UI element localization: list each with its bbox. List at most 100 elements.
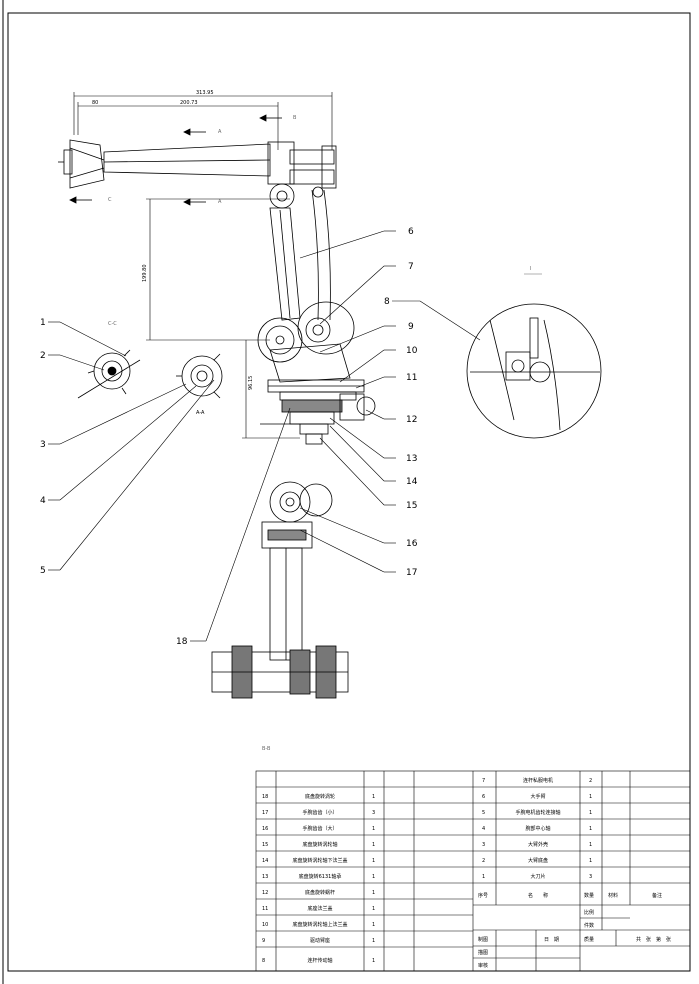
bom-row-no: 5 xyxy=(482,810,485,816)
view-mark-c-left: C xyxy=(108,197,112,203)
bom-row-name: 手腕齿齿（小） xyxy=(302,809,337,816)
callout-4: 4 xyxy=(40,496,46,506)
bom-row-no: 7 xyxy=(482,778,485,784)
bom-row-no: 4 xyxy=(482,826,485,832)
title-drawn: 制图 xyxy=(478,936,488,943)
bom-row-name: 大臂底盘 xyxy=(528,857,548,864)
parts-list-grid xyxy=(255,770,691,972)
drawing-frame xyxy=(7,12,691,972)
robot-arm-side-view xyxy=(58,139,376,445)
bom-row-name: 底盘旋转6131轴承 xyxy=(299,873,342,880)
callout-5: 5 xyxy=(40,566,46,576)
callout-9: 9 xyxy=(408,322,414,332)
bom-row-name: 连杆私服电机 xyxy=(523,777,553,784)
dimension-lines xyxy=(73,92,333,439)
bom-row-name: 驱动臂座 xyxy=(310,937,330,944)
bom-row-qty: 1 xyxy=(589,810,592,816)
view-mark-a-bottom: A xyxy=(218,199,222,205)
bom-row-qty: 1 xyxy=(589,858,592,864)
bom-row-no: 8 xyxy=(262,958,265,964)
bom-row-no: 10 xyxy=(262,922,268,928)
bom-row-name: 腕部中心轴 xyxy=(525,825,550,832)
dim-vertical-arm: 199.80 xyxy=(142,265,148,283)
bom-row-name: 底座法兰盖 xyxy=(307,905,332,912)
title-checked: 审核 xyxy=(478,962,488,969)
bom-header-name: 名 称 xyxy=(528,892,548,899)
callout-16: 16 xyxy=(406,539,418,549)
bom-row-name: 底盘旋转涡轮轴 xyxy=(302,841,337,848)
title-block: 比例 件数 质量 制图 描图 审核 日 期 共 张 第 张 xyxy=(478,909,671,969)
section-label-b: B-B xyxy=(262,746,271,752)
bom-row-qty: 1 xyxy=(372,826,375,832)
bom-row-qty: 1 xyxy=(372,858,375,864)
section-view-a xyxy=(176,353,223,399)
bom-row-name: 底盘旋转涡轮 xyxy=(305,793,335,800)
callout-7: 7 xyxy=(408,262,414,272)
callout-17: 17 xyxy=(406,568,417,578)
callout-14: 14 xyxy=(406,477,418,487)
callout-11: 11 xyxy=(406,373,417,383)
bom-row-no: 16 xyxy=(262,826,268,832)
bom-row-qty: 1 xyxy=(372,906,375,912)
bom-row-name: 底盘旋转涡轮轴下法兰盖 xyxy=(292,857,347,864)
bom-row-qty: 1 xyxy=(372,874,375,880)
bom-row-no: 14 xyxy=(262,858,268,864)
bom-row-no: 6 xyxy=(482,794,485,800)
view-mark-b-top: B xyxy=(293,115,297,121)
leader-lines xyxy=(48,230,481,642)
callout-1: 1 xyxy=(40,318,46,328)
bom-row-no: 2 xyxy=(482,858,485,864)
bom-row-qty: 1 xyxy=(372,938,375,944)
bom-row-no: 3 xyxy=(482,842,485,848)
section-label-c: C-C xyxy=(108,321,117,327)
bom-header-qty: 数量 xyxy=(584,892,594,899)
bom-row-no: 12 xyxy=(262,890,268,896)
dim-total-width: 313.95 xyxy=(196,90,214,96)
title-ratio: 比例 xyxy=(584,909,594,916)
callout-12: 12 xyxy=(406,415,417,425)
bom-header-remark: 备注 xyxy=(652,892,662,899)
dim-inner-width: 200.73 xyxy=(180,100,198,106)
bom-row-qty: 2 xyxy=(589,778,592,784)
callout-3: 3 xyxy=(40,440,46,450)
bom-row-qty: 1 xyxy=(372,922,375,928)
bom-row-name: 底盘旋转涡轮轴上法兰盖 xyxy=(292,921,347,928)
title-date: 日 期 xyxy=(544,937,559,943)
bom-row-no: 17 xyxy=(262,810,268,816)
callout-10: 10 xyxy=(406,346,418,356)
bom-row-qty: 3 xyxy=(372,810,375,816)
bom-row-no: 1 xyxy=(482,874,485,880)
bom-left-table: 1 8 底盘旋转涡轮 1 17 手腕齿齿（小） 3 16 手腕齿齿（大） 1 15… xyxy=(262,793,375,964)
bom-row-name: 底盘旋转蜗杆 xyxy=(305,889,335,896)
dim-base-height: 96.15 xyxy=(248,376,254,390)
bom-header-no: 序号 xyxy=(478,892,488,899)
callout-18: 18 xyxy=(176,637,188,647)
section-label-a: A-A xyxy=(196,410,205,416)
bom-row-name: 大臂外壳 xyxy=(528,841,548,848)
callout-13: 13 xyxy=(406,454,417,464)
bom-row-name: 手腕电机齿轮连接轴 xyxy=(515,809,560,816)
bom-row-qty: 1 xyxy=(589,794,592,800)
bom-right-table: 7 连杆私服电机 2 6 大手臂 1 5 手腕电机齿轮连接轴 1 4 腕部中心轴… xyxy=(478,777,662,899)
bom-header-material: 材料 xyxy=(608,892,618,899)
callout-2: 2 xyxy=(40,351,46,361)
bom-row-name: 手腕齿齿（大） xyxy=(302,825,337,832)
callout-6: 6 xyxy=(408,227,414,237)
bom-row-qty: 1 xyxy=(372,842,375,848)
detail-view-circle xyxy=(466,303,602,439)
bom-row-no: 15 xyxy=(262,842,268,848)
bom-row-no: 13 xyxy=(262,874,268,880)
bom-row-qty: 1 xyxy=(372,890,375,896)
bom-row-name: 大手臂 xyxy=(530,793,545,800)
section-view-c xyxy=(77,349,141,399)
bom-row-name: 连杆传动轴 xyxy=(307,957,332,964)
bom-row-no: 11 xyxy=(262,906,268,912)
callout-8: 8 xyxy=(384,297,390,307)
title-part-no: 件数 xyxy=(584,922,594,929)
title-sheets: 共 张 第 张 xyxy=(636,936,671,943)
bom-row-name: 大刀片 xyxy=(530,873,545,880)
callout-15: 15 xyxy=(406,501,417,511)
bom-row-qty: 3 xyxy=(589,874,592,880)
bom-row-no: 9 xyxy=(262,938,265,944)
